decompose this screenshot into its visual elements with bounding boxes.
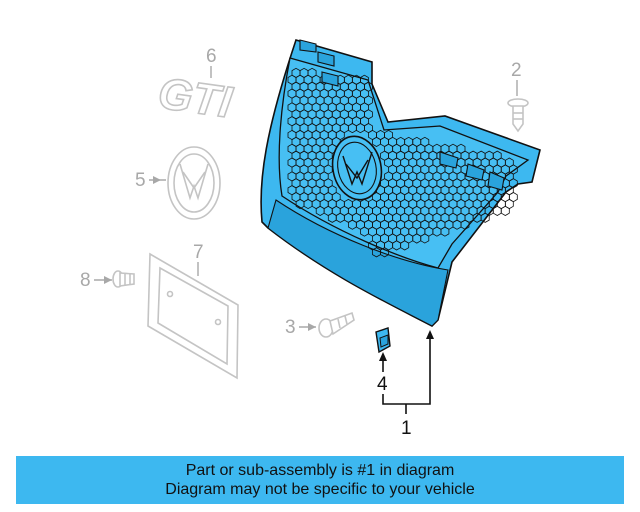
screw-3-shank [329,311,355,336]
grille-hex-cell [380,247,389,258]
screw-3-part: 3 [285,311,355,338]
screw-3-thread-1 [337,318,341,329]
grille-tab-1 [299,39,317,53]
screw-3-thread-2 [344,315,348,325]
gti-badge-lettering: GTI [155,69,235,128]
grille-lower-lip [267,199,449,327]
grille-emblem-ring [331,135,383,201]
screw-8-part: 8 [80,270,135,291]
grille-tab-6 [487,171,505,191]
info-banner: Part or sub-assembly is #1 in diagram Di… [16,456,624,504]
radiator-grille-part [260,39,541,327]
gti-badge-part: 6 GTI [154,46,236,128]
callout-5: 5 [135,170,146,191]
grille-hex-cell [460,219,470,230]
license-bracket-plate [147,252,239,380]
vw-emblem-outer [167,146,221,220]
screw-8-shank [119,272,135,287]
grille-emblem-ring-inner [337,141,377,195]
parts-diagram: 6 GTI 5 2 7 8 [80,39,541,439]
vw-emblem-w [179,163,209,201]
grille-hex-cell [480,212,490,223]
leader-5-arrow [153,176,161,184]
callout-7: 7 [193,242,204,263]
vw-emblem-part: 5 [135,146,221,220]
grille-clip-part: 4 [375,327,391,395]
leader-1-arrow [426,330,434,339]
grille-hex-cell [440,226,450,237]
grille-tab-4 [439,151,459,169]
grille-tab-5 [465,163,485,181]
callout-2: 2 [511,60,522,81]
license-bracket-hole-2 [214,318,222,326]
grille-clip-face [379,334,389,348]
grille-hex-cell [400,240,410,251]
callout-6: 6 [206,46,217,67]
banner-line-2: Diagram may not be specific to your vehi… [165,481,475,498]
vw-emblem-v [182,171,206,190]
callout-1: 1 [401,418,412,439]
grille-tab-2 [317,51,335,67]
leader-4-arrow [379,352,387,361]
leader-8-arrow [104,276,112,284]
grille-tab-3 [321,71,339,87]
leader-3-arrow [308,323,316,331]
grille-hex-cell [492,205,502,216]
license-bracket-part: 7 [147,242,239,380]
license-bracket-hole-1 [166,290,174,298]
grille-emblem-w [342,151,373,187]
callout-8: 8 [80,270,91,291]
banner-line-1: Part or sub-assembly is #1 in diagram [185,462,455,479]
callout-4: 4 [377,374,388,395]
grille-emblem-v [345,159,369,180]
grille-honeycomb [287,67,518,258]
grille-hex-cell [420,233,430,244]
vw-emblem-inner [173,153,215,213]
callout-3: 3 [285,317,296,338]
callout-1-group: 1 [382,330,434,439]
grille-hex-cell [500,205,510,216]
license-bracket-recess [157,266,229,366]
push-clip-part: 2 [507,60,529,133]
